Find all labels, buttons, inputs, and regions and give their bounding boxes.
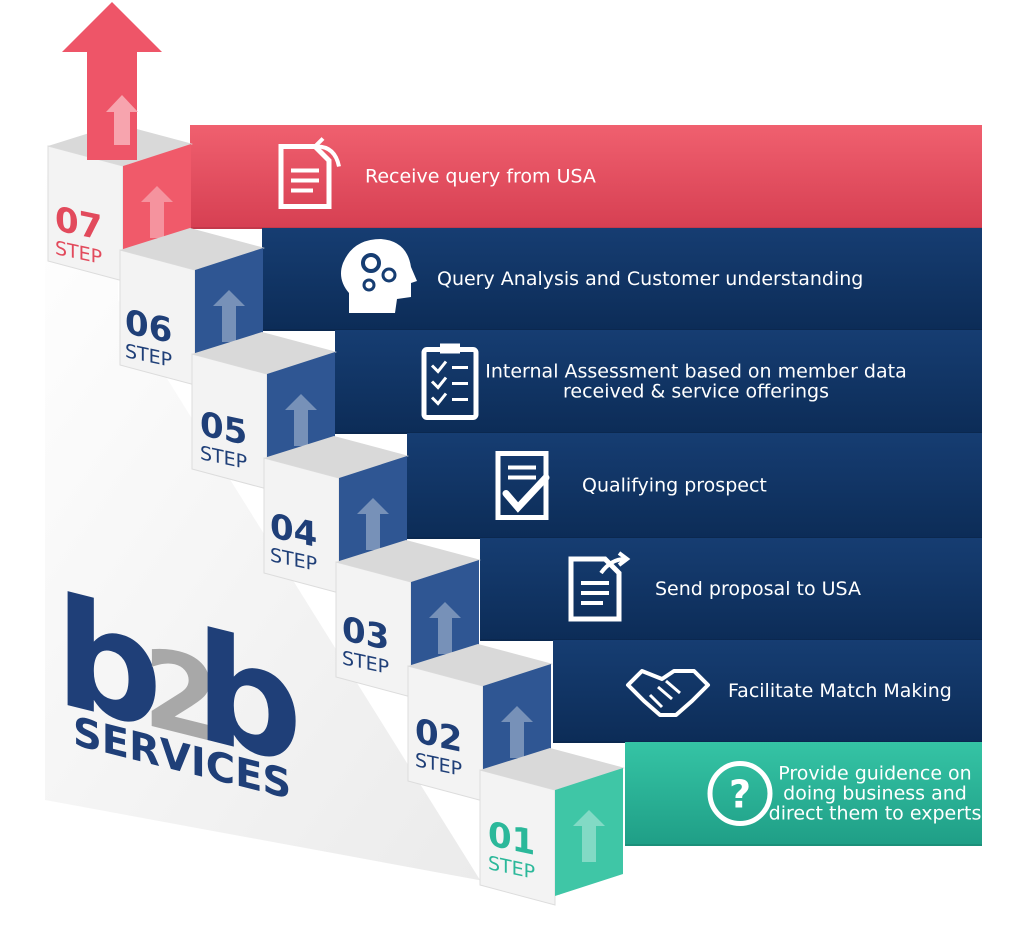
panel-step-02 [553,640,982,743]
stair-arrow-icon [573,810,605,862]
logo-2: 2 [143,623,220,770]
stair-arrow-icon [501,706,533,758]
step-01-text-line-3: direct them to experts [769,803,982,825]
handshake-icon [626,669,710,717]
logo-b-right: b [195,598,302,799]
step-05-text-line-1: Internal Assessment based on member data [485,361,906,383]
stair-step-05 [191,332,337,490]
checked-document-icon [495,451,550,520]
question-icon: ? [707,761,773,826]
step-04-text-line-1: Qualifying prospect [582,475,767,497]
staircase-side-wall [45,160,560,895]
step-panels: Receive query from USA Query Analysis and… [190,125,982,846]
panel-step-01 [625,742,982,846]
checklist-clipboard-icon [421,343,479,420]
step-01-text-line-2: doing business and [783,783,967,805]
staircase [45,124,625,906]
logo-b-left: b [55,563,162,764]
panel-step-04 [407,433,982,539]
stair-arrow-icon [429,602,461,654]
stair-arrow-icon [213,290,245,342]
svg-text:?: ? [729,773,751,817]
step-01-text-line-1: Provide guidence on [778,763,971,785]
send-document-icon [568,551,631,622]
stair-arrow-icon [141,186,173,238]
step-06-text-line-1: Query Analysis and Customer understandin… [437,268,863,290]
stair-step-01 [479,748,625,906]
panel-step-03 [480,538,982,641]
big-up-arrow [62,2,162,160]
stair-arrow-icon [357,498,389,550]
panel-step-07 [190,125,982,229]
stair-arrow-icon [285,394,317,446]
step-02-text-line-1: Facilitate Match Making [728,680,952,702]
head-gears-icon [341,239,417,313]
step-07-text-line-1: Receive query from USA [365,166,596,188]
step-05-text-line-2: received & service offerings [563,381,829,403]
receive-document-icon [278,137,341,209]
step-03-text-line-1: Send proposal to USA [655,578,861,600]
